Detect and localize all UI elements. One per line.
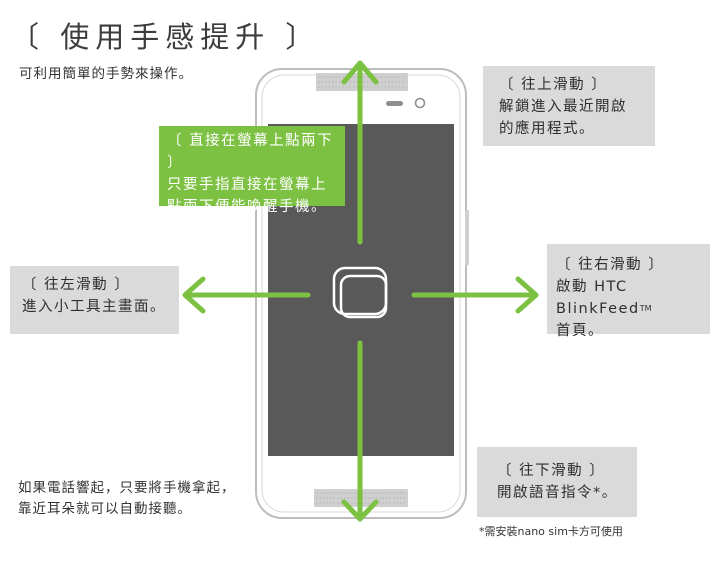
front-camera-icon (414, 97, 426, 109)
swipe-right-heading: 〔 往右滑動 〕 (556, 257, 665, 273)
side-button (465, 210, 469, 265)
page-subtitle: 可利用簡單的手勢來操作。 (19, 66, 193, 82)
left-arrow-head (182, 276, 206, 314)
earpiece (386, 101, 403, 106)
swipe-left-callout: 〔 往左滑動 〕 進入小工具主畫面。 (10, 266, 179, 334)
swipe-down-description: 開啟語音指令*。 (497, 485, 618, 501)
double-tap-callout: 〔 直接在螢幕上點兩下 〕 只要手指直接在螢幕上 點兩下便能喚醒手機。 (159, 126, 345, 215)
swipe-right-description: 啟動 HTC BlinkFeedTM 首頁。 (556, 276, 710, 342)
page-title: 〔 使用手感提升 〕 (10, 20, 321, 54)
swipe-down-callout: 〔 往下滑動 〕 開啟語音指令*。 (477, 447, 637, 517)
down-arrow-head (341, 499, 379, 522)
swipe-down-heading: 〔 往下滑動 〕 (497, 463, 606, 479)
swipe-up-heading: 〔 往上滑動 〕 (499, 77, 608, 93)
swipe-left-description: 進入小工具主畫面。 (22, 299, 166, 315)
swipe-up-callout: 〔 往上滑動 〕 解鎖進入最近開啟 的應用程式。 (483, 66, 655, 146)
pickup-to-answer-note: 如果電話響起，只要將手機拿起， 靠近耳朵就可以自動接聽。 (18, 480, 236, 517)
swipe-right-line1: 啟動 HTC BlinkFeed (556, 279, 640, 317)
double-tap-description: 只要手指直接在螢幕上 點兩下便能喚醒手機。 (167, 177, 327, 215)
trademark-symbol: TM (639, 304, 652, 313)
swipe-right-line2: 首頁。 (556, 323, 604, 339)
swipe-right-callout: 〔 往右滑動 〕 啟動 HTC BlinkFeedTM 首頁。 (547, 244, 710, 339)
double-tap-icon (332, 266, 388, 319)
double-tap-heading: 〔 直接在螢幕上點兩下 〕 (167, 133, 334, 171)
up-arrow-head (341, 60, 379, 85)
bottom-speaker-dots (316, 492, 406, 504)
top-speaker-dots (318, 76, 406, 88)
right-arrow-head (515, 276, 539, 314)
swipe-left-heading: 〔 往左滑動 〕 (22, 277, 131, 293)
swipe-up-description: 解鎖進入最近開啟 的應用程式。 (499, 99, 627, 137)
sim-footnote: *需安裝nano sim卡方可使用 (479, 525, 623, 538)
gesture-arrows (182, 60, 539, 522)
